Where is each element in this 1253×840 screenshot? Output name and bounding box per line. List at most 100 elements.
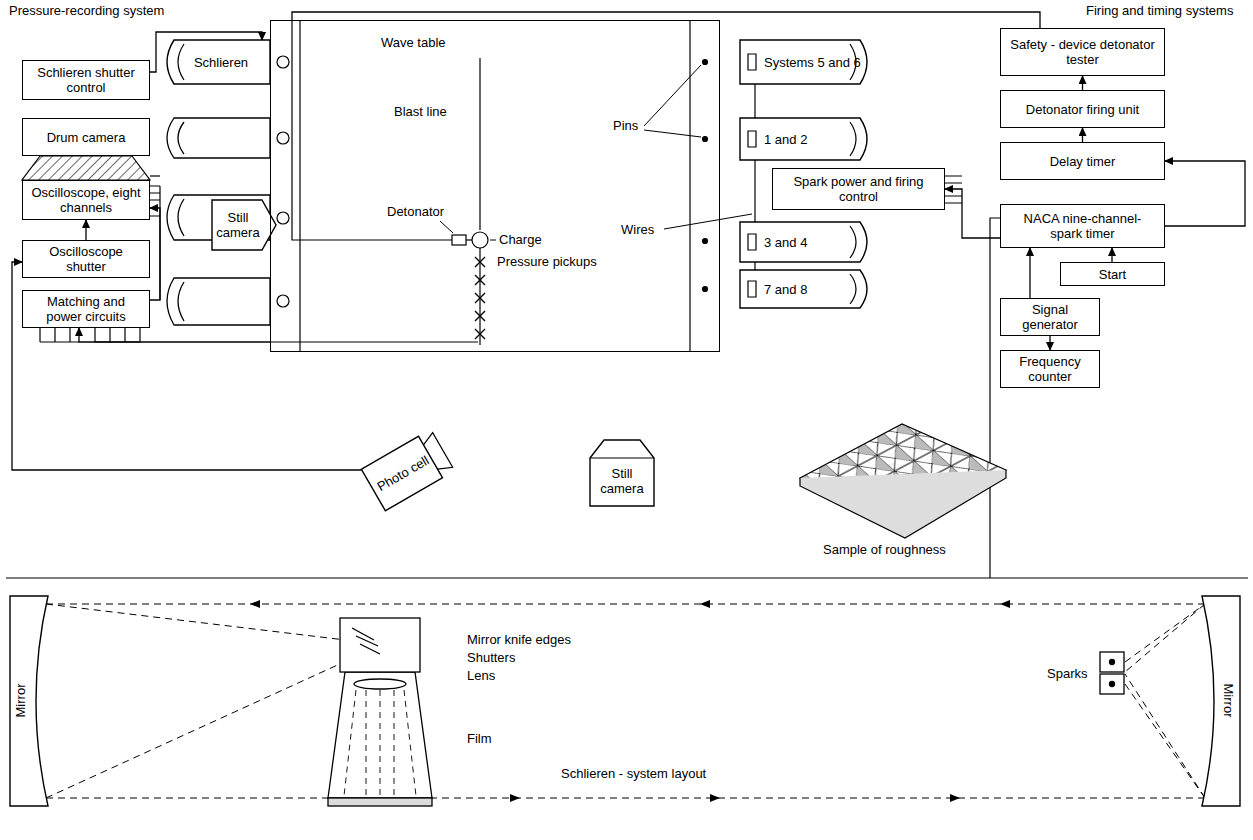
part-label: Mirror knife edges (466, 632, 572, 647)
drawing-stroke (689, 20, 690, 352)
node-text: Start (1099, 267, 1126, 282)
connector-line (1049, 336, 1050, 350)
shape-detail (748, 122, 856, 156)
drawing-stroke (950, 794, 960, 802)
drawing-stroke (167, 278, 270, 325)
part-label: Pins (612, 118, 639, 133)
drawing-stroke (644, 130, 701, 137)
shape-body (740, 270, 867, 308)
node-text: Oscilloscope shutter (31, 244, 141, 274)
drawing-stroke (1125, 684, 1205, 798)
part-label: Sparks (1046, 666, 1088, 681)
part-label: Detonator (386, 204, 445, 219)
drawing-stroke (46, 604, 1205, 605)
drawing-stroke (178, 122, 184, 154)
drawing-stroke (340, 618, 420, 672)
shape-body (1202, 596, 1240, 806)
counter-box: Frequency counter (1000, 350, 1100, 388)
control-box: Schlieren shutter control (22, 60, 150, 100)
drawing-stroke (40, 328, 140, 342)
drawing-stroke (800, 470, 1006, 538)
spark-tube: 1 and 2 (740, 118, 872, 160)
connector-line (12, 262, 361, 470)
drawing-stroke (710, 794, 720, 802)
shutter-box: Oscilloscope shutter (22, 240, 150, 278)
drawing-stroke (510, 794, 520, 802)
part-label: Film (466, 731, 493, 746)
drawing-stroke (292, 20, 452, 240)
connector-line (1111, 248, 1112, 262)
generator-box: Signal generator (1000, 298, 1100, 336)
drawing-stroke (150, 175, 160, 176)
blast-setup (270, 20, 488, 345)
drawing-stroke (344, 690, 416, 796)
roughness-sample (800, 424, 1006, 538)
part-label: Wires (620, 222, 655, 237)
drawing-stroke (1100, 674, 1124, 694)
oscilloscope-box: Oscilloscope, eight channels (22, 180, 150, 220)
drawing-stroke (22, 156, 150, 180)
schlieren-camera (328, 618, 432, 806)
drawing-stroke (644, 65, 701, 126)
connector-line (1082, 128, 1083, 142)
drawing-stroke (167, 118, 270, 158)
table-rails (277, 20, 708, 352)
schlieren-rays (46, 604, 1205, 798)
node-text: 3 and 4 (764, 235, 807, 250)
part-label: Pressure pickups (496, 254, 598, 269)
drawing-stroke (700, 600, 710, 608)
still-camera: Still camera (212, 200, 276, 250)
node-text: Signal generator (1009, 302, 1091, 332)
drawing-stroke (1110, 660, 1115, 665)
node-text: Still camera (594, 466, 650, 496)
caption-label: Schlieren - system layout (560, 766, 707, 781)
firing-box: Detonator firing unit (1000, 90, 1165, 128)
node-text: Spark power and firing control (781, 174, 936, 204)
connector-line (1082, 76, 1083, 90)
connector-line (79, 328, 270, 342)
drawing-stroke (1125, 674, 1205, 798)
shape-body (361, 436, 442, 511)
drawing-stroke (354, 679, 406, 689)
drawing-stroke (703, 287, 708, 292)
recorder-wiring (22, 156, 160, 342)
drawing-stroke (466, 239, 472, 240)
node-text: Schlieren shutter control (31, 65, 141, 95)
drawing-stroke (277, 295, 289, 307)
still-camera: Still camera (590, 440, 654, 506)
drawing-stroke (1000, 600, 1010, 608)
node-text: Wave table (381, 35, 446, 50)
drawing-stroke (703, 239, 708, 244)
start-box: Start (1060, 262, 1165, 286)
node-text: Safety - device detonator tester (1009, 37, 1156, 67)
shape-detail (748, 226, 856, 258)
spark-gaps (1100, 652, 1124, 694)
mirror: Mirror (6, 596, 52, 806)
drawing-stroke (452, 235, 466, 245)
node-text: Still camera (216, 210, 260, 240)
drawing-stroke (472, 232, 488, 248)
node-text: Matching and power circuits (31, 294, 141, 324)
mirror: Mirror (1198, 596, 1244, 806)
node-text: Delay timer (1050, 154, 1116, 169)
drawing-stroke (46, 652, 366, 798)
tester-box: Safety - device detonator tester (1000, 28, 1165, 76)
drawing-stroke (6, 577, 1248, 578)
drawing-stroke (352, 628, 380, 654)
shape-body (740, 40, 867, 84)
photo-cell: Photo cell (361, 429, 454, 511)
spark-tube: Systems 5 and 6 (740, 40, 872, 84)
drawing-stroke (1110, 682, 1115, 687)
shape-body (590, 440, 654, 506)
part-label: Lens (466, 668, 496, 683)
drawing-stroke (475, 257, 485, 339)
drawing-stroke (490, 240, 496, 241)
connector-line (1029, 248, 1030, 298)
drawing-stroke (299, 20, 300, 352)
timer-box: Delay timer (1000, 142, 1165, 180)
drawing-stroke (46, 798, 1205, 799)
schlieren-tube: Schlieren (162, 40, 270, 84)
shape-body (10, 596, 48, 806)
caption-label: Sample of roughness (822, 542, 947, 557)
node-text: Systems 5 and 6 (764, 55, 861, 70)
